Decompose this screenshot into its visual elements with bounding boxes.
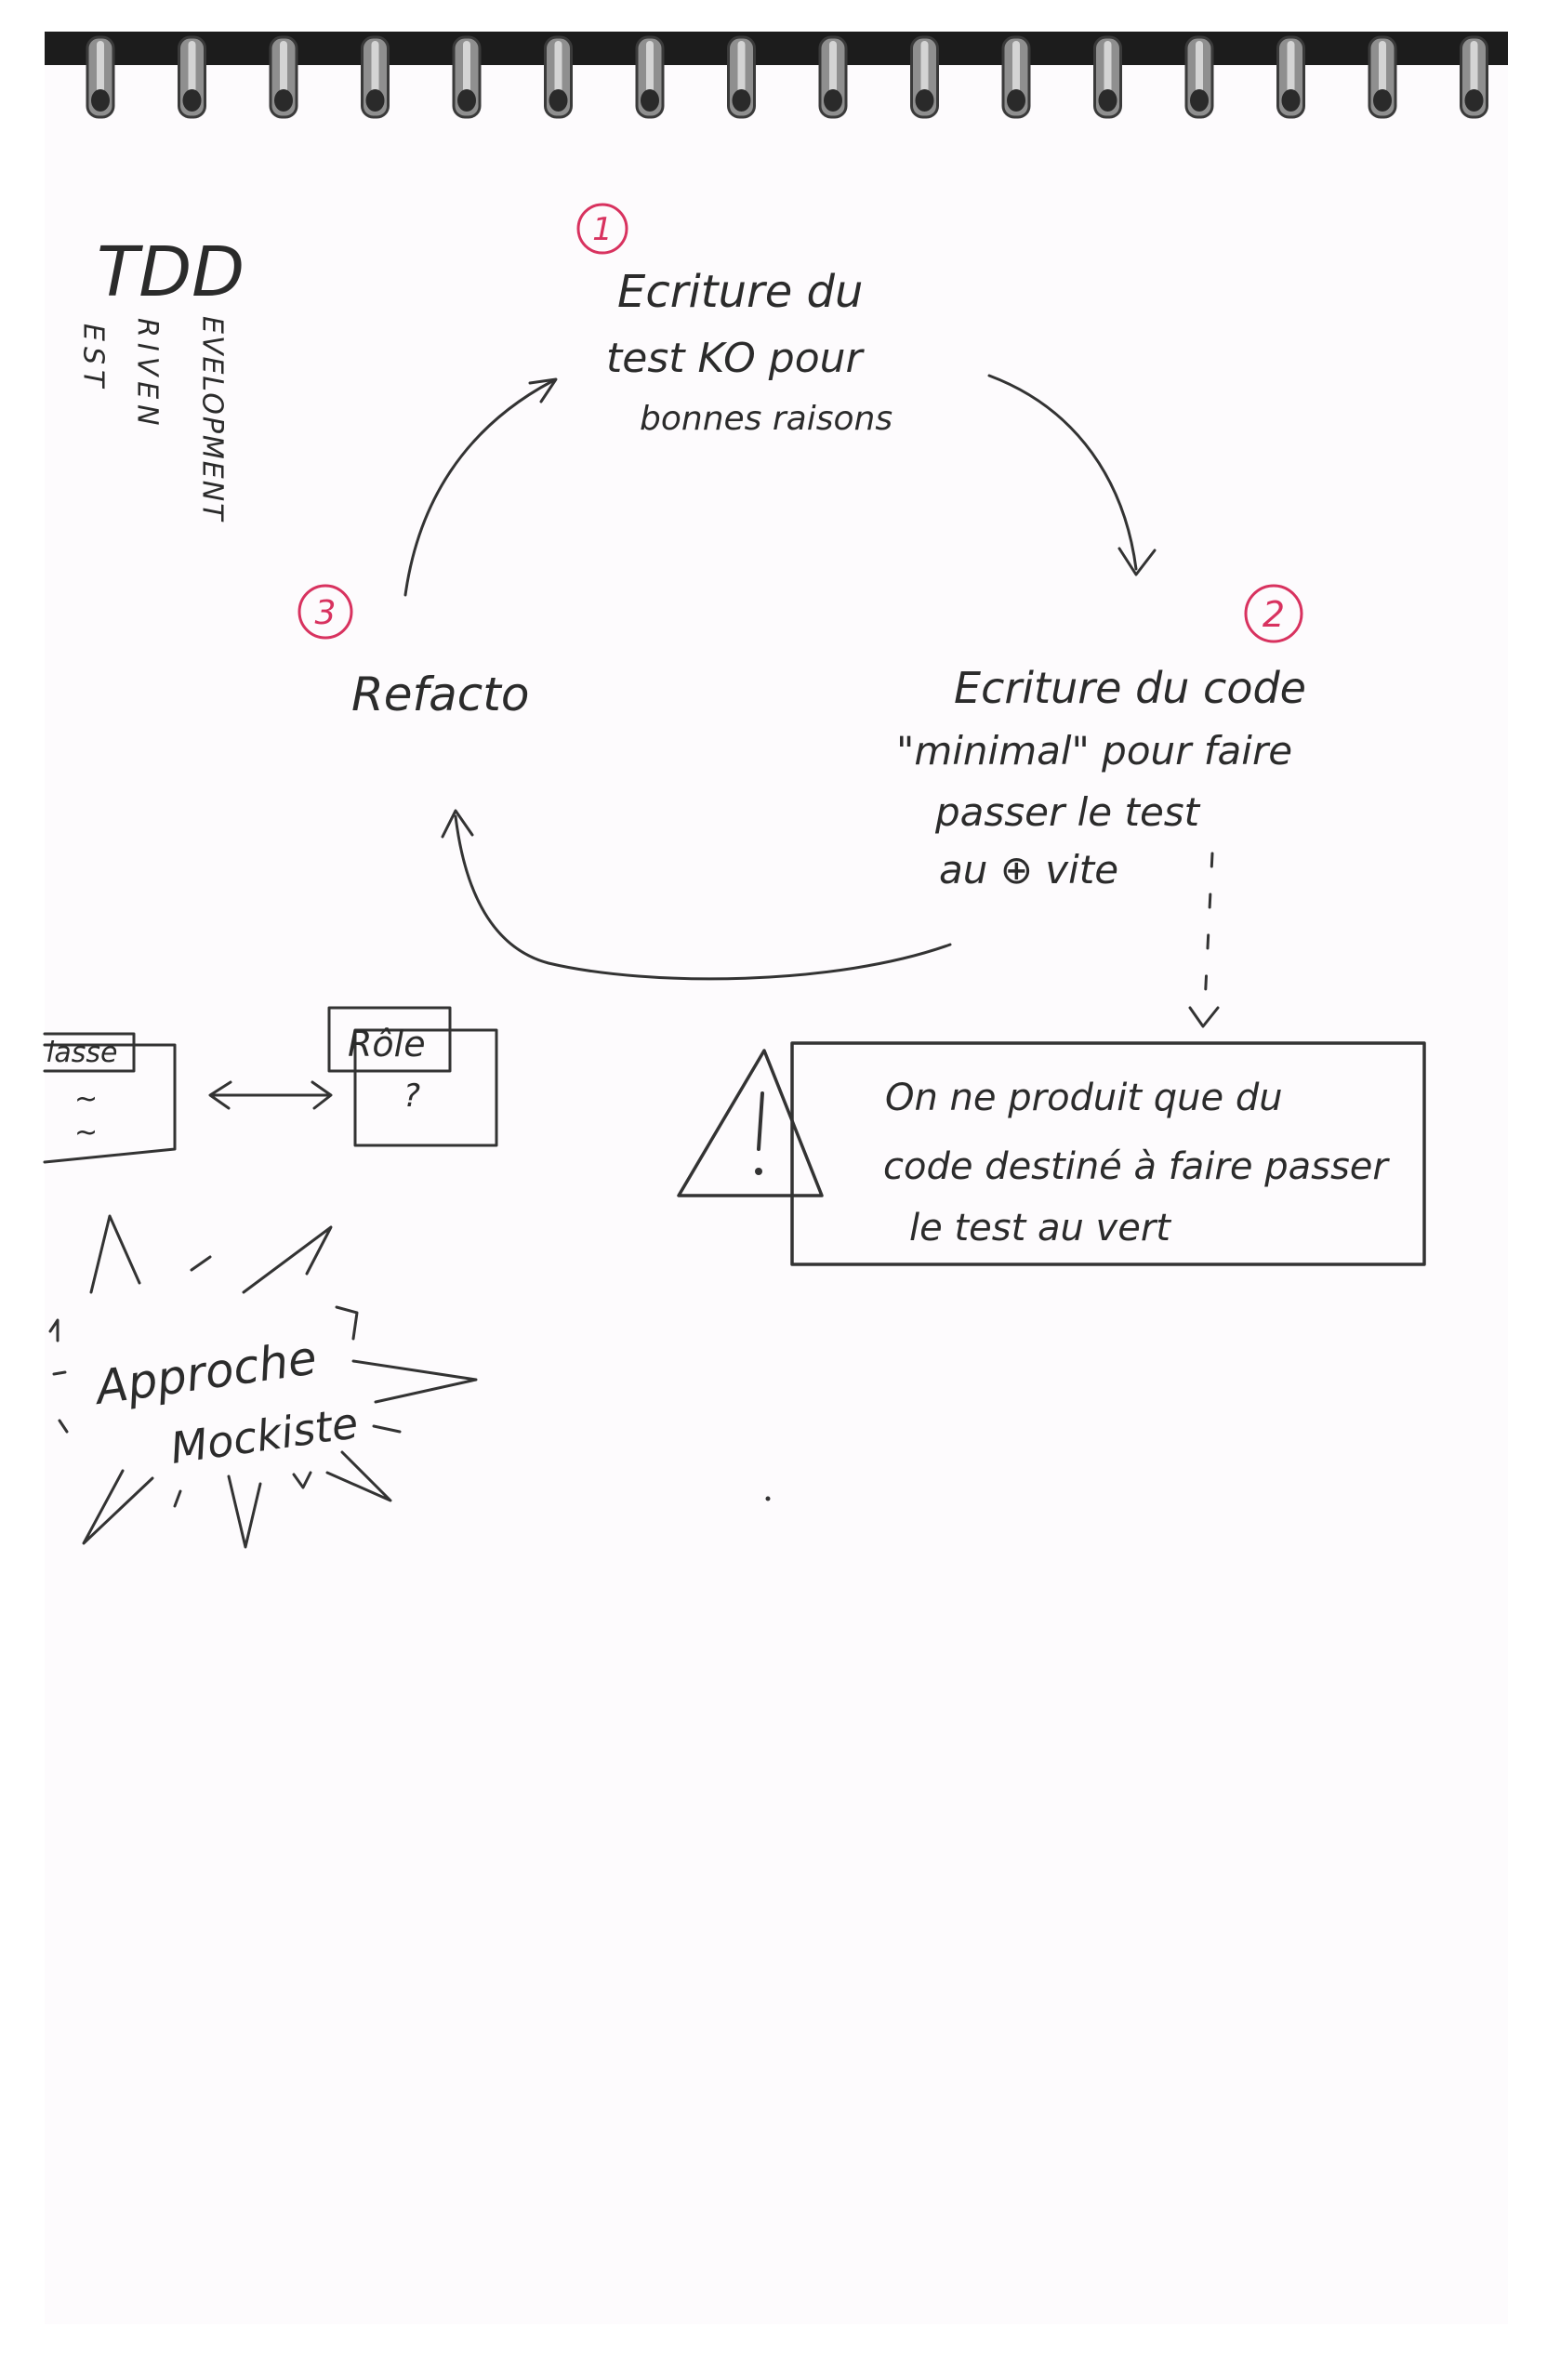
arrow-3-to-1-head — [528, 377, 558, 403]
paper-sheet — [45, 32, 1508, 2324]
spiral-ring — [635, 35, 665, 119]
arrow-2-to-3 — [454, 814, 952, 981]
spiral-ring — [1001, 35, 1031, 119]
spiral-ring — [86, 35, 115, 119]
spiral-ring — [269, 35, 298, 119]
spiral-ring — [818, 35, 848, 119]
dashed-arrow-head — [1188, 1006, 1220, 1028]
acronym-word-driven: RIVEN — [131, 318, 164, 431]
spiral-ring — [1184, 35, 1214, 119]
class-box-line-2: ~ — [74, 1117, 98, 1149]
warning-exclamation-line — [757, 1091, 764, 1151]
warning-box — [790, 1041, 1426, 1266]
class-box-header — [43, 1032, 136, 1073]
step-1-line-3: bonnes raisons — [640, 400, 892, 438]
burst-ray — [190, 1255, 212, 1272]
class-role-arrow-left-head — [208, 1080, 232, 1110]
step-1-line-2: test KO pour — [606, 335, 866, 382]
mockist-burst: Approche Mockiste — [48, 1214, 478, 1549]
step-3: 3 Refacto — [298, 584, 529, 721]
step-1-line-1: Ecriture du — [617, 266, 863, 318]
burst-ray — [89, 1214, 141, 1294]
acronym-word-test: EST — [77, 324, 110, 392]
burst-ray — [242, 1225, 333, 1294]
arrow-3-to-1 — [403, 379, 554, 597]
warning-exclamation-dot — [755, 1168, 762, 1175]
arrow-1-to-2-head — [1117, 547, 1157, 576]
spiral-ring — [910, 35, 939, 119]
class-box-line-1: ~ — [74, 1083, 98, 1116]
step-1-number: 1 — [592, 211, 613, 248]
dashed-arrow-to-warning — [1203, 852, 1214, 1006]
burst-line-1: Approche — [90, 1330, 321, 1415]
tdd-acronym: TDD EST RIVEN EVELOPMENT — [77, 232, 245, 522]
warning-block: On ne produit que du code destiné à fair… — [677, 1041, 1426, 1266]
step-3-number: 3 — [315, 594, 337, 632]
step-3-label: Refacto — [351, 668, 529, 721]
burst-line-2: Mockiste — [167, 1397, 361, 1474]
burst-ray — [173, 1489, 182, 1508]
spiral-ring — [452, 35, 482, 119]
burst-ray — [52, 1370, 67, 1376]
burst-ray — [48, 1318, 60, 1342]
spiral-ring — [544, 35, 573, 119]
class-box — [43, 1043, 177, 1164]
step-2-line-2: "minimal" pour faire — [896, 728, 1292, 774]
warning-line-3: le test au vert — [909, 1207, 1171, 1250]
step-1-badge — [576, 203, 628, 255]
pencil-dot — [765, 1496, 771, 1501]
step-2-line-4: au ⊕ vite — [939, 847, 1118, 892]
role-box-label: Rôle — [348, 1024, 426, 1064]
role-box-header — [327, 1006, 452, 1073]
burst-ray — [335, 1305, 359, 1341]
spiral-binding — [86, 35, 1488, 119]
class-role-diagram: lasse ~ ~ Rôle ? — [43, 1006, 498, 1164]
spiral-ring — [727, 35, 756, 119]
warning-line-1: On ne produit que du — [885, 1077, 1283, 1119]
class-role-arrow-right-head — [311, 1080, 333, 1110]
burst-ray — [351, 1359, 478, 1404]
burst-ray — [58, 1419, 69, 1434]
step-3-badge — [298, 584, 353, 640]
burst-ray — [372, 1424, 402, 1434]
spiral-ring — [1276, 35, 1305, 119]
warning-line-2: code destiné à faire passer — [883, 1145, 1390, 1188]
step-2-line-3: passer le test — [934, 789, 1201, 835]
step-2: 2 Ecriture du code "minimal" pour faire … — [896, 584, 1306, 892]
spiral-ring — [361, 35, 390, 119]
burst-ray — [325, 1450, 392, 1502]
step-1: 1 Ecriture du test KO pour bonnes raison… — [576, 203, 892, 438]
role-box-mark: ? — [403, 1078, 420, 1115]
acronym-word-development: EVELOPMENT — [196, 316, 229, 522]
cycle-arrows — [403, 374, 1220, 1028]
step-2-line-1: Ecriture du code — [954, 663, 1306, 713]
acronym-title: TDD — [97, 232, 245, 312]
burst-ray — [292, 1471, 312, 1489]
spiral-ring — [1368, 35, 1397, 119]
burst-rays — [48, 1214, 478, 1549]
burst-ray — [227, 1474, 262, 1549]
step-2-number: 2 — [1263, 594, 1285, 635]
burst-ray — [82, 1469, 154, 1545]
arrow-2-to-3-head — [441, 809, 474, 839]
step-2-badge — [1244, 584, 1303, 643]
spiral-ring — [178, 35, 206, 119]
warning-triangle-icon — [677, 1049, 824, 1197]
class-box-label: lasse — [46, 1037, 117, 1069]
spiral-ring — [1460, 35, 1488, 119]
arrow-1-to-2 — [987, 374, 1138, 571]
role-box — [353, 1028, 498, 1147]
spiral-ring — [1093, 35, 1122, 119]
